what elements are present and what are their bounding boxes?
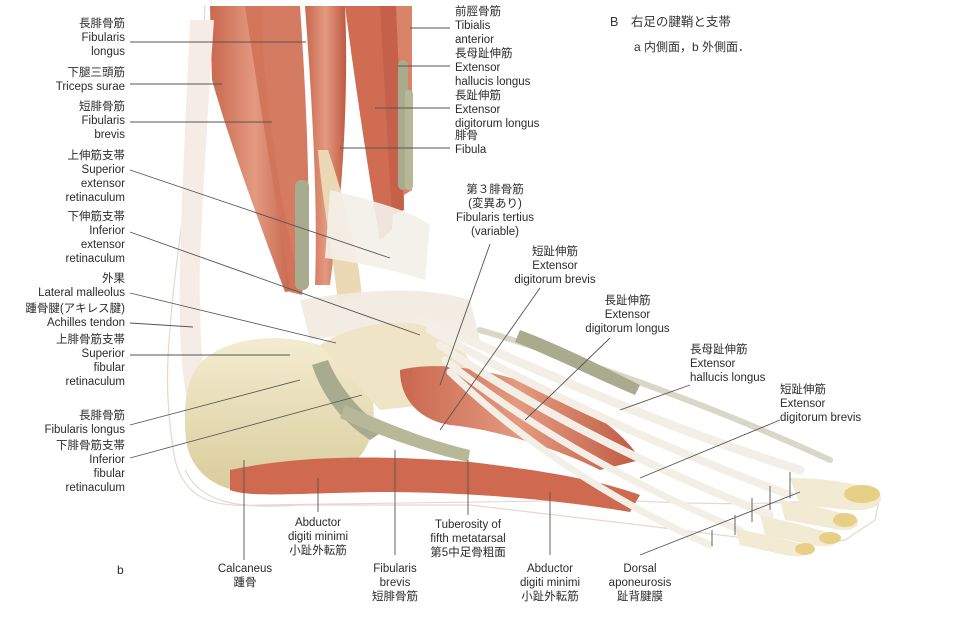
label-abductor-digiti-minimi-left: Abductor digiti minimi 小趾外転筋 [287,517,349,557]
tendon-sheaths [312,330,640,462]
label-extensor-hallucis-longus-right: 長母趾伸筋 Extensor hallucis longus [690,344,766,384]
leader-lines [129,27,801,560]
extensor-tendons [415,315,833,549]
label-fibula: 腓骨 Fibula [455,130,487,156]
label-extensor-digitorum-longus-top: 長趾伸筋 Extensor digitorum longus [455,90,540,130]
figure-title: B 右足の腱鞘と支帯 [610,15,731,29]
label-extensor-digitorum-brevis-mid: 短趾伸筋 Extensor digitorum brevis [514,246,596,286]
label-fibularis-brevis-bottom: Fibularis brevis 短腓骨筋 [372,563,418,603]
label-superior-fibular-retinaculum: 上腓骨筋支帯 Superior fibular retinaculum [56,334,125,388]
label-fibularis-brevis-top: 短腓骨筋 Fibularis brevis [79,101,125,141]
label-inferior-fibular-retinaculum: 下腓骨筋支帯 Inferior fibular retinaculum [56,440,125,494]
label-achilles-tendon: 踵骨腱(アキレス腱) Achilles tendon [25,303,125,329]
label-dorsal-aponeurosis: Dorsal aponeurosis 趾背腱膜 [608,563,672,603]
label-extensor-digitorum-brevis-right: 短趾伸筋 Extensor digitorum brevis [780,384,862,424]
label-calcaneus: Calcaneus 踵骨 [217,563,273,589]
label-abductor-digiti-minimi-right: Abductor digiti minimi 小趾外転筋 [519,563,581,603]
label-fibularis-tertius: 第３腓骨筋 (変異あり) Fibularis tertius (variable… [456,184,534,238]
label-fibularis-longus-top: 長腓骨筋 Fibularis longus [79,18,125,58]
label-tibialis-anterior: 前脛骨筋 Tibialis anterior [455,6,501,46]
label-tuberosity-fifth-metatarsal: Tuberosity of fifth metatarsal 第5中足骨粗面 [430,519,506,559]
toes [735,478,881,557]
label-inferior-extensor-retinaculum: 下伸筋支帯 Inferior extensor retinaculum [65,211,125,265]
label-triceps-surae: 下腿三頭筋 Triceps surae [55,67,125,93]
label-fibularis-longus-bottom: 長腓骨筋 Fibularis longus [44,410,125,436]
label-extensor-hallucis-longus-top: 長母趾伸筋 Extensor hallucis longus [455,48,531,88]
panel-letter: b [117,563,124,577]
figure-subtitle: a 内側面，b 外側面． [634,40,751,54]
label-superior-extensor-retinaculum: 上伸筋支帯 Superior extensor retinaculum [65,150,125,204]
label-lateral-malleolus: 外果 Lateral malleolus [38,273,125,299]
skin-outline [166,4,881,546]
label-extensor-digitorum-longus-mid: 長趾伸筋 Extensor digitorum longus [585,295,670,335]
